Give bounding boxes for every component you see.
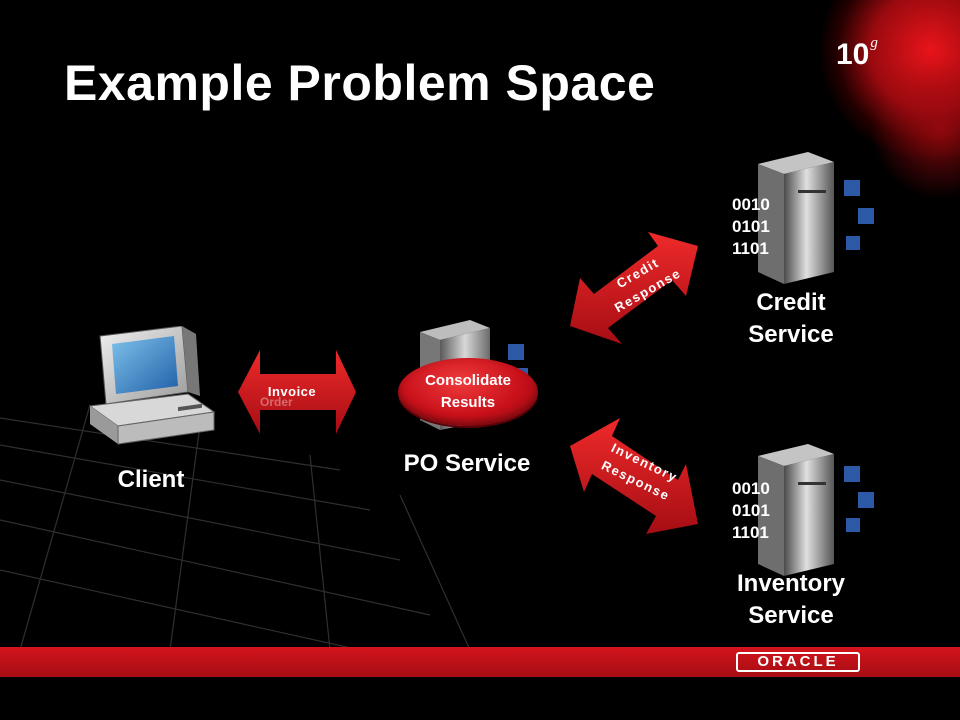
client-label: Client bbox=[117, 466, 185, 493]
credit-response-arrow bbox=[570, 232, 698, 344]
consolidate-line2: Results bbox=[440, 394, 496, 411]
inventory-service-line1: Inventory bbox=[736, 570, 846, 597]
invoice-order-arrow: Order bbox=[238, 350, 356, 434]
binary-line-3: 1101 bbox=[732, 523, 769, 542]
inventory-server-icon: 0010 0101 1101 bbox=[732, 444, 874, 576]
po-service-label: PO Service bbox=[403, 450, 531, 477]
invoice-label: Invoice bbox=[267, 384, 317, 399]
version-logo: 10g bbox=[836, 35, 878, 72]
slide-title: Example Problem Space bbox=[64, 55, 656, 111]
oracle-logo: ORACLE bbox=[736, 652, 860, 672]
consolidate-results-badge: Consolidate Results bbox=[398, 358, 538, 426]
version-number: 10 bbox=[836, 38, 870, 71]
consolidate-line1: Consolidate bbox=[425, 372, 511, 389]
client-computer-icon bbox=[88, 326, 216, 445]
version-suffix: g bbox=[870, 35, 878, 51]
binary-line-1: 0010 bbox=[732, 479, 770, 498]
binary-line-1: 0010 bbox=[732, 195, 770, 214]
inventory-service-label: Inventory Service bbox=[716, 568, 866, 632]
order-label: Order bbox=[260, 395, 293, 409]
perspective-grid bbox=[0, 404, 471, 650]
credit-service-line2: Service bbox=[748, 321, 834, 348]
credit-server-icon: 0010 0101 1101 bbox=[732, 152, 874, 284]
inventory-service-line2: Service bbox=[748, 602, 834, 629]
binary-line-3: 1101 bbox=[732, 239, 769, 258]
credit-service-label: Credit Service bbox=[720, 287, 862, 351]
binary-line-2: 0101 bbox=[732, 217, 770, 236]
inventory-response-arrow bbox=[570, 418, 698, 534]
binary-line-2: 0101 bbox=[732, 501, 770, 520]
credit-service-line1: Credit bbox=[756, 289, 826, 316]
